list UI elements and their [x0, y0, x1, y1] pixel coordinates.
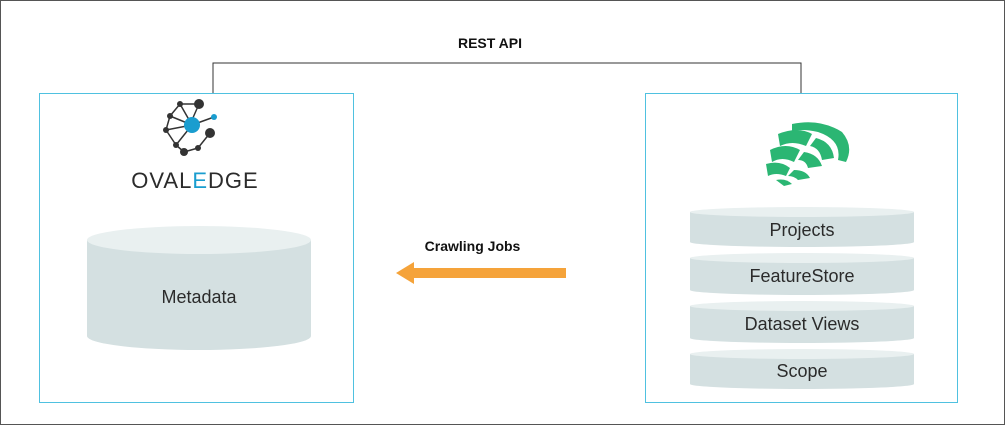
featurestore-label: FeatureStore [749, 266, 855, 286]
stack-item-featurestore [690, 253, 914, 295]
crawling-jobs-label: Crawling Jobs [424, 238, 521, 254]
metadata-label: Metadata [161, 287, 237, 307]
projects-label: Projects [769, 220, 835, 240]
ovaledge-wordmark: OVALEDGE [131, 168, 259, 193]
stack-item-scope [690, 349, 914, 389]
rest-api-label: REST API [457, 35, 523, 51]
scope-label: Scope [776, 361, 828, 381]
stack-item-dataset-views [690, 301, 914, 343]
dataset-views-label: Dataset Views [744, 314, 860, 334]
stack-item-projects [690, 207, 914, 247]
